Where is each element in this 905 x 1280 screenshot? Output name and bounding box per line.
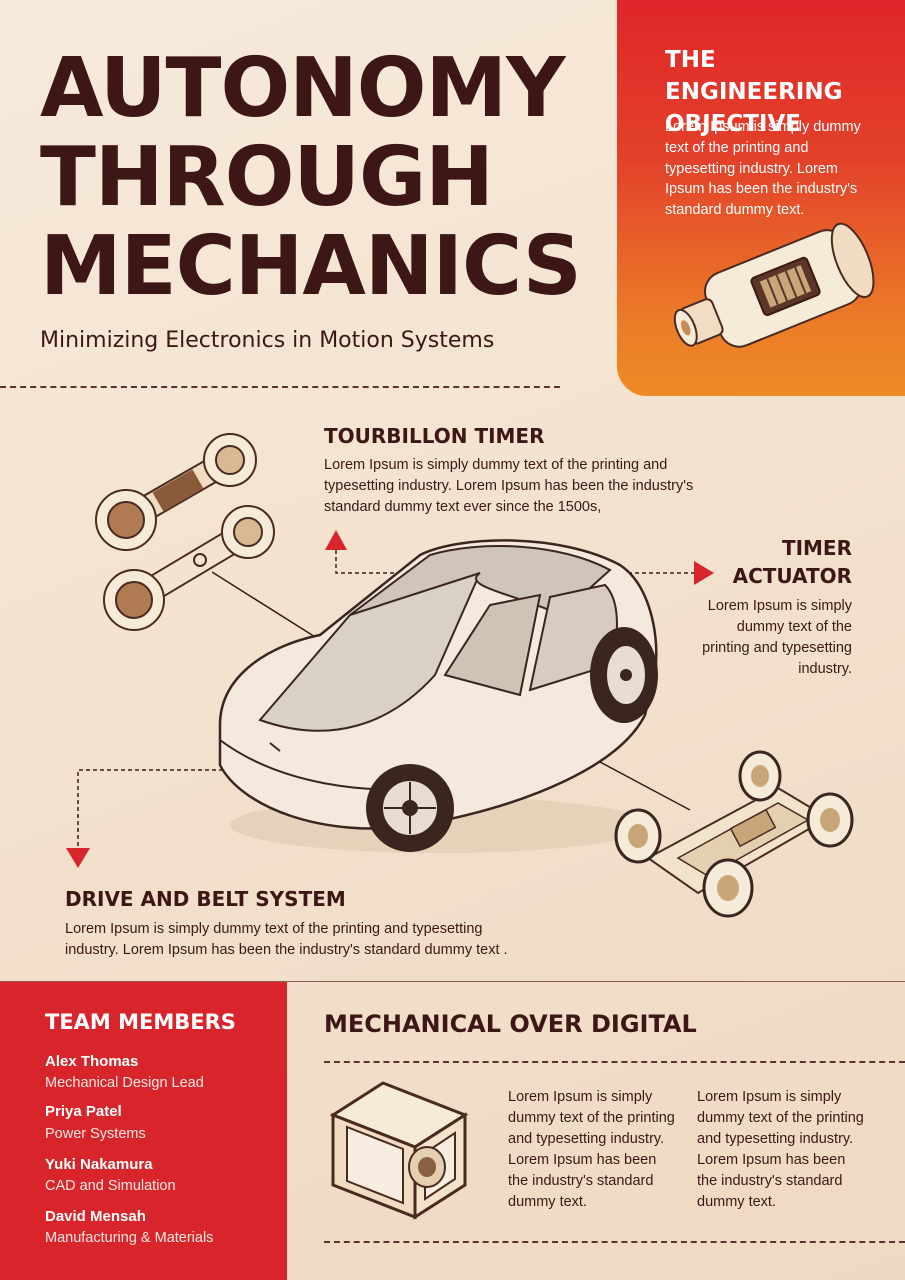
tourbillon-title: TOURBILLON TIMER bbox=[324, 424, 545, 448]
objective-title: THE ENGINEERING OBJECTIVE bbox=[665, 47, 843, 137]
member-role: Power Systems bbox=[45, 1126, 146, 1142]
actuator-title-line-2: ACTUATOR bbox=[732, 564, 852, 588]
drive-title: DRIVE AND BELT SYSTEM bbox=[65, 887, 346, 911]
mechanical-text-col-1: Lorem Ipsum is simply dummy text of the … bbox=[508, 1089, 675, 1210]
member-name: David Mensah bbox=[45, 1208, 146, 1225]
page-title-line-3: MECHANICS bbox=[40, 219, 582, 314]
member-name: Alex Thomas bbox=[45, 1053, 139, 1070]
mechanical-text-col-2: Lorem Ipsum is simply dummy text of the … bbox=[697, 1089, 864, 1210]
motor-cylinder-illustration bbox=[673, 222, 875, 348]
member-name: Priya Patel bbox=[45, 1103, 122, 1120]
actuator-text: Lorem Ipsum is simply dummy text of the … bbox=[702, 598, 852, 677]
chassis-frame-illustration bbox=[614, 750, 854, 918]
divider bbox=[324, 1241, 905, 1243]
section-divider bbox=[0, 981, 905, 982]
member-name: Yuki Nakamura bbox=[45, 1156, 153, 1173]
team-title: TEAM MEMBERS bbox=[45, 1010, 236, 1034]
axle-assembly-illustration bbox=[95, 433, 275, 631]
divider bbox=[324, 1061, 905, 1063]
tourbillon-text: Lorem Ipsum is simply dummy text of the … bbox=[324, 457, 694, 515]
page-subtitle: Minimizing Electronics in Motion Systems bbox=[40, 328, 495, 353]
cube-frame-illustration bbox=[329, 1081, 469, 1220]
divider bbox=[0, 386, 560, 388]
member-role: CAD and Simulation bbox=[45, 1178, 176, 1194]
actuator-title-line-1: TIMER bbox=[781, 536, 852, 560]
page-title-line-2: THROUGH bbox=[40, 130, 494, 225]
drive-text: Lorem Ipsum is simply dummy text of the … bbox=[65, 921, 508, 958]
member-role: Mechanical Design Lead bbox=[45, 1075, 204, 1091]
objective-panel: THE ENGINEERING OBJECTIVE Lorem Ipsum is… bbox=[617, 0, 905, 396]
car-sketch-illustration bbox=[218, 539, 658, 853]
objective-text: Lorem Ipsum is simply dummy text of the … bbox=[665, 119, 861, 219]
page-title-line-1: AUTONOMY bbox=[40, 41, 565, 136]
mechanical-title: MECHANICAL OVER DIGITAL bbox=[324, 1010, 697, 1038]
member-role: Manufacturing & Materials bbox=[45, 1230, 214, 1246]
team-panel bbox=[0, 982, 287, 1280]
